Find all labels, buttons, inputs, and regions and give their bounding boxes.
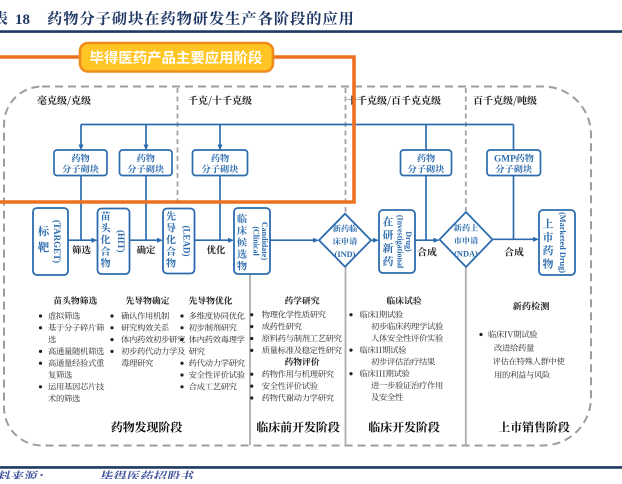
- svg-text:GMP: GMP: [494, 155, 516, 165]
- svg-text:(InvestigationalDrug): (InvestigationalDrug): [395, 215, 413, 269]
- svg-text:(Marketed Drug): (Marketed Drug): [558, 212, 567, 273]
- svg-text:(TARGET): (TARGET): [52, 220, 62, 263]
- svg-text:(IND): (IND): [335, 250, 356, 259]
- svg-text:(LEAD): (LEAD): [181, 226, 191, 257]
- svg-text:18: 18: [15, 12, 30, 28]
- svg-text:(NDA): (NDA): [454, 249, 478, 258]
- svg-text:(ClinicalCandidate): (ClinicalCandidate): [251, 222, 269, 261]
- svg-text:(HIT): (HIT): [116, 230, 126, 253]
